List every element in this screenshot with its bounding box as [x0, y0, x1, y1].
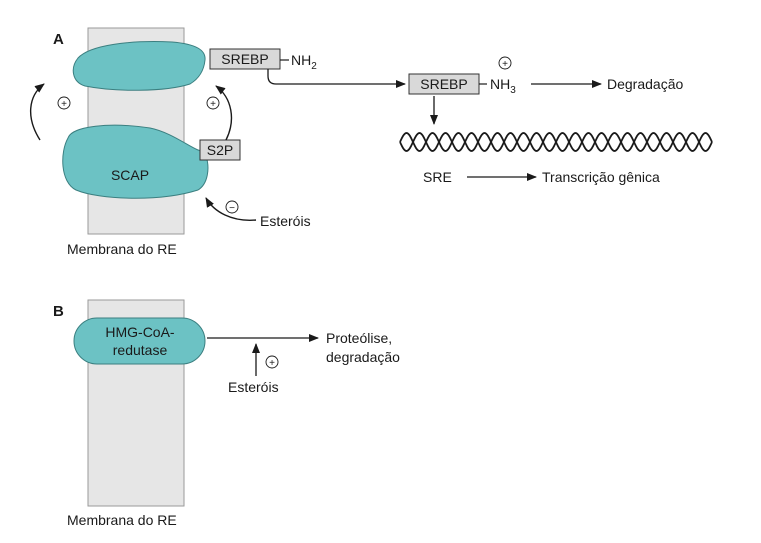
sterols-label-b: Esteróis: [228, 379, 279, 395]
nh3-label: NH3: [490, 76, 516, 96]
scap-label: SCAP: [111, 167, 149, 183]
sre-label: SRE: [423, 169, 452, 185]
nh2-label: NH2: [291, 52, 317, 72]
enzyme-label-line1: HMG-CoA-: [105, 324, 175, 340]
membrane-label-a: Membrana do RE: [67, 241, 177, 257]
minus-circle: [225, 200, 239, 214]
outcome-line1: Proteólise,: [326, 330, 392, 346]
panel-a-label: A: [53, 31, 64, 48]
hmg-coa-reductase-protein: [73, 317, 206, 365]
s2p-box: [199, 139, 241, 161]
membrane-label-b: Membrana do RE: [67, 512, 177, 528]
transcription-label: Transcrição gênica: [542, 169, 660, 185]
minus-sign: −: [229, 203, 235, 214]
srebp-box-membrane: [209, 48, 281, 70]
plus-sign-s2p: +: [210, 99, 216, 110]
panel-b-label: B: [53, 303, 64, 320]
plus-circle-b: [265, 355, 279, 369]
degradation-label: Degradação: [607, 76, 683, 92]
plus-circle-nh3: [498, 56, 512, 70]
srebp-label-membrane: SREBP: [221, 51, 268, 67]
plus-circle-left: [57, 96, 71, 110]
sterol-inhibition-arrow: [205, 197, 257, 221]
scap-protein: [62, 124, 209, 199]
s2p-label: S2P: [207, 142, 233, 158]
outcome-line2: degradação: [326, 349, 400, 365]
left-activation-arrow: [29, 83, 45, 141]
enzyme-label-line2: redutase: [113, 342, 168, 358]
sterols-label-a: Esteróis: [260, 213, 311, 229]
dna-helix: [399, 132, 713, 152]
dna-strand-2: [399, 132, 713, 152]
srebp-label-cleaved: SREBP: [420, 76, 467, 92]
release-arrow: [267, 69, 406, 88]
plus-circle-s2p: [206, 96, 220, 110]
plus-sign-b: +: [269, 358, 275, 369]
plus-sign-left: +: [61, 99, 67, 110]
srebp-membrane-protein: [72, 41, 206, 91]
plus-sign-nh3: +: [502, 59, 508, 70]
s2p-activation-arrow: [215, 85, 233, 141]
